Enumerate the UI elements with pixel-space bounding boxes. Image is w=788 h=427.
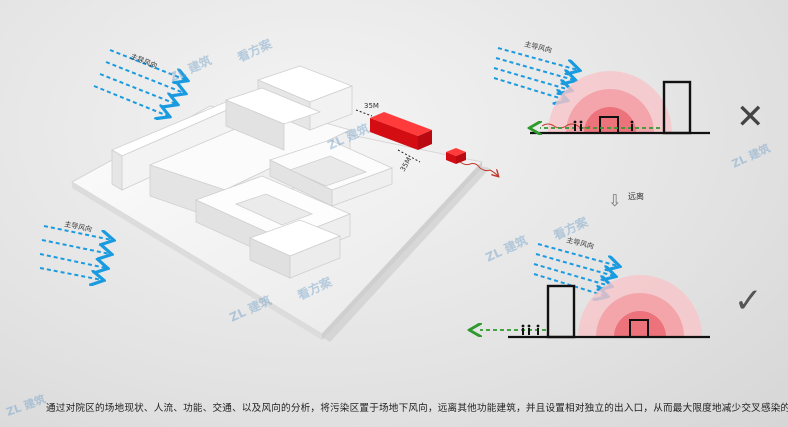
wrong-mark-icon: ✕	[736, 97, 765, 137]
watermark-brand: ZL 建筑	[4, 392, 47, 419]
watermark-text: 看方案	[235, 35, 275, 64]
watermark-brand: ZL 建筑	[483, 232, 530, 264]
site-model: 35M 35M 主导风向 主导风向	[39, 49, 498, 342]
distance-label-1: 35M	[364, 102, 379, 110]
wind-label-top: 主导风向	[129, 52, 158, 71]
scenario-bottom-wind-label: 主导风向	[566, 235, 595, 251]
people-icons-bottom	[521, 324, 540, 335]
tall-building-bottom	[546, 284, 576, 339]
pollution-halo-bottom	[578, 275, 702, 337]
watermark-brand: ZL 建筑	[227, 292, 274, 324]
scenario-bottom: 主导风向 ✓	[480, 235, 763, 339]
caption-text: 通过对院区的场地现状、人流、功能、交通、以及风向的分析，将污染区置于场地下风向，…	[46, 403, 788, 414]
pollution-zone-buildings	[370, 112, 466, 164]
pollution-building-top	[599, 116, 619, 134]
transition-indicator: ⇩ 远离	[608, 191, 644, 210]
exhaust-flow-arrow	[459, 161, 498, 176]
wind-arrows-left	[39, 225, 112, 280]
tall-building-top	[662, 80, 692, 135]
building-blocks	[111, 65, 394, 279]
pollution-building-bottom	[629, 319, 649, 338]
watermark-brand: ZL 建筑	[167, 52, 214, 84]
pollution-halo-top	[548, 71, 672, 133]
down-arrow-icon: ⇩	[608, 191, 621, 210]
scenario-top-wind-label: 主导风向	[524, 39, 553, 55]
scenario-top-wind-arrows	[493, 47, 578, 100]
people-icons-top	[573, 120, 634, 131]
scenario-top: 主导风向 ✕	[493, 39, 765, 137]
watermark-brand: ZL 建筑	[729, 141, 772, 171]
transition-label: 远离	[628, 191, 644, 201]
check-mark-icon: ✓	[734, 281, 763, 321]
wind-arrows-top	[93, 49, 186, 116]
